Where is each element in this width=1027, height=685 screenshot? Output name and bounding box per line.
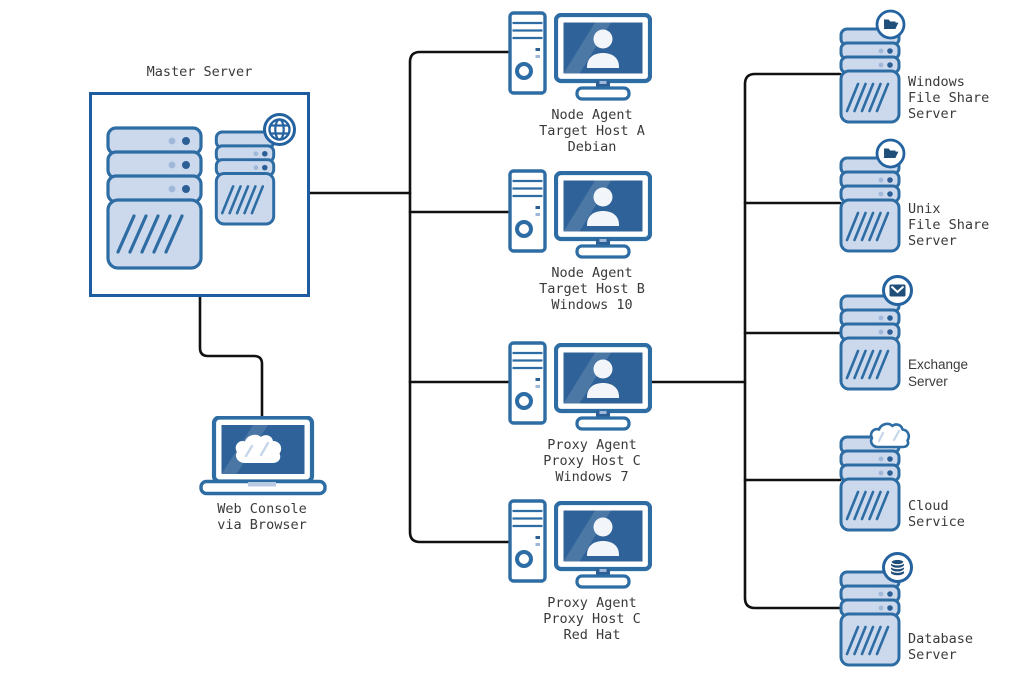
server-stack-icon <box>839 570 901 667</box>
workstation-label: Node Agent Target Host B Windows 10 <box>539 265 645 313</box>
server-stack-icon <box>839 156 901 253</box>
server-stack-icon <box>839 27 901 124</box>
server-label: Cloud Service <box>908 498 965 530</box>
server-node-exchange: Exchange Server <box>839 294 1027 424</box>
web-console-label: Web Console via Browser <box>217 501 307 533</box>
monitor-icon <box>554 13 652 105</box>
pc-tower-icon <box>508 499 547 583</box>
cloud-icon <box>866 419 916 450</box>
folder-icon <box>875 138 906 169</box>
workstation-label: Proxy Agent Proxy Host C Windows 7 <box>543 437 641 485</box>
server-label: Exchange Server <box>908 357 969 389</box>
master-server-label: Master Server <box>146 64 253 80</box>
wire-master-to-console <box>198 295 264 419</box>
pc-tower-icon <box>508 341 547 425</box>
server-label: Unix File Share Server <box>908 201 990 249</box>
server-node-unix-file-share: Unix File Share Server <box>839 156 1027 286</box>
monitor-icon <box>554 501 652 593</box>
laptop-icon <box>199 416 327 496</box>
pc-tower-icon <box>508 169 547 253</box>
folder-icon <box>875 9 906 40</box>
server-node-cloud-service: Cloud Service <box>839 435 1027 565</box>
master-server-box <box>89 92 310 297</box>
mail-icon <box>881 274 914 307</box>
monitor-icon <box>554 171 652 263</box>
pc-tower-icon <box>508 11 547 95</box>
server-node-database: Database Server <box>839 570 1027 685</box>
workstation-node-host-a: Node Agent Target Host A Debian <box>508 10 676 170</box>
wire-left-trunk <box>408 50 510 544</box>
monitor-icon <box>554 343 652 435</box>
server-label: Database Server <box>908 631 974 663</box>
server-node-windows-file-share: Windows File Share Server <box>839 27 1027 157</box>
globe-icon <box>262 112 297 147</box>
workstation-node-proxy-redhat: Proxy Agent Proxy Host C Red Hat <box>508 498 676 658</box>
workstation-label: Proxy Agent Proxy Host C Red Hat <box>543 595 641 643</box>
workstation-label: Node Agent Target Host A Debian <box>539 107 645 155</box>
workstation-node-proxy-win7: Proxy Agent Proxy Host C Windows 7 <box>508 340 676 500</box>
server-stack-icon <box>106 126 203 270</box>
database-icon <box>881 551 914 584</box>
server-stack-icon <box>839 294 901 391</box>
workstation-node-host-b: Node Agent Target Host B Windows 10 <box>508 168 676 328</box>
server-label: Windows File Share Server <box>908 74 990 122</box>
wire-right-trunk <box>743 72 842 610</box>
